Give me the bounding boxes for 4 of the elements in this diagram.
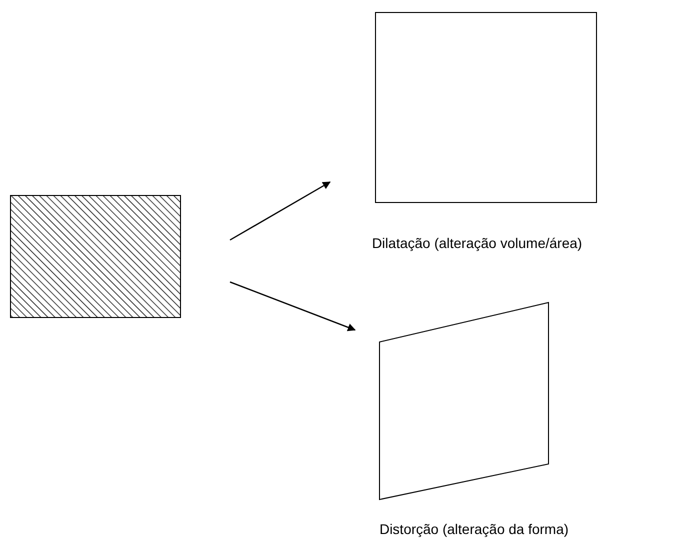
arrow xyxy=(230,281,356,332)
shape-caption: Distorção (alteração da forma) xyxy=(379,521,569,537)
shape-caption: Dilatação (alteração volume/área) xyxy=(372,235,582,251)
arrow xyxy=(230,181,331,241)
